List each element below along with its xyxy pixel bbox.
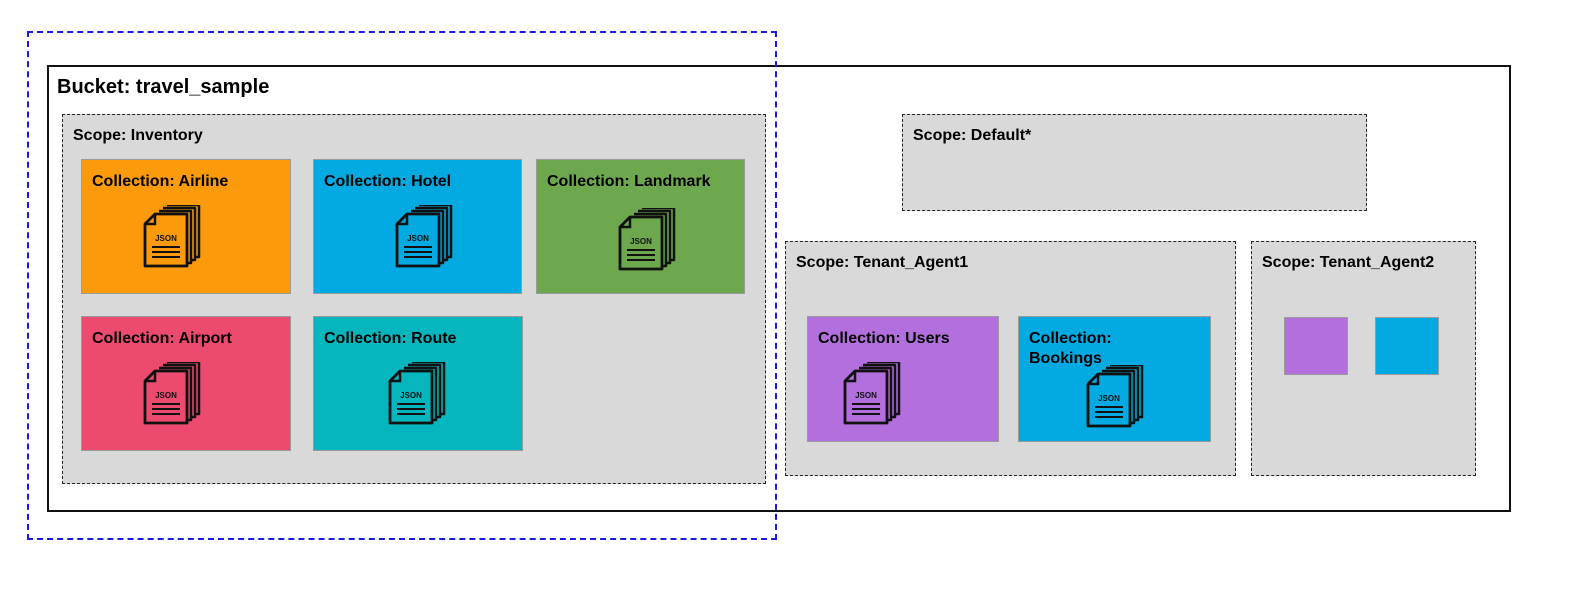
collection-users: Collection: Users JSON xyxy=(807,316,999,442)
json-documents-icon: JSON xyxy=(395,203,457,269)
svg-text:JSON: JSON xyxy=(407,234,429,243)
bucket-container xyxy=(47,65,1511,512)
svg-text:JSON: JSON xyxy=(155,234,177,243)
json-documents-icon: JSON xyxy=(1086,363,1148,429)
scope-inventory-title: Scope: Inventory xyxy=(73,127,203,144)
json-documents-icon: JSON xyxy=(143,360,205,426)
collection-hotel: Collection: Hotel JSON xyxy=(313,159,522,294)
scope-tenant-agent1-title: Scope: Tenant_Agent1 xyxy=(796,254,969,271)
svg-text:JSON: JSON xyxy=(155,391,177,400)
collection-airline-title: Collection: Airline xyxy=(92,173,229,190)
json-documents-icon: JSON xyxy=(843,360,905,426)
collection-bookings-title: Collection: Bookings xyxy=(1029,330,1112,367)
json-documents-icon: JSON xyxy=(143,203,205,269)
collection-empty-purple xyxy=(1284,317,1348,375)
svg-text:JSON: JSON xyxy=(630,237,652,246)
bucket-title: Bucket: travel_sample xyxy=(57,76,270,98)
json-documents-icon: JSON xyxy=(388,360,450,426)
collection-route-title: Collection: Route xyxy=(324,330,457,347)
collection-landmark-title: Collection: Landmark xyxy=(547,173,711,190)
collection-airport: Collection: Airport JSON xyxy=(81,316,291,451)
scope-default-title: Scope: Default* xyxy=(913,127,1032,144)
svg-text:JSON: JSON xyxy=(1098,394,1120,403)
collection-hotel-title: Collection: Hotel xyxy=(324,173,452,190)
json-documents-icon: JSON xyxy=(618,206,680,272)
highlight-region xyxy=(27,31,777,540)
collection-empty-blue xyxy=(1375,317,1439,375)
svg-text:JSON: JSON xyxy=(400,391,422,400)
scope-tenant-agent2-title: Scope: Tenant_Agent2 xyxy=(1262,254,1435,271)
svg-text:JSON: JSON xyxy=(855,391,877,400)
collection-landmark: Collection: Landmark JSON xyxy=(536,159,745,294)
collection-users-title: Collection: Users xyxy=(818,330,950,347)
collection-airline: Collection: Airline JSON xyxy=(81,159,291,294)
collection-airport-title: Collection: Airport xyxy=(92,330,232,347)
collection-route: Collection: Route JSON xyxy=(313,316,523,451)
scope-default: Scope: Default* xyxy=(902,114,1367,211)
collection-bookings: Collection: Bookings JSON xyxy=(1018,316,1211,442)
